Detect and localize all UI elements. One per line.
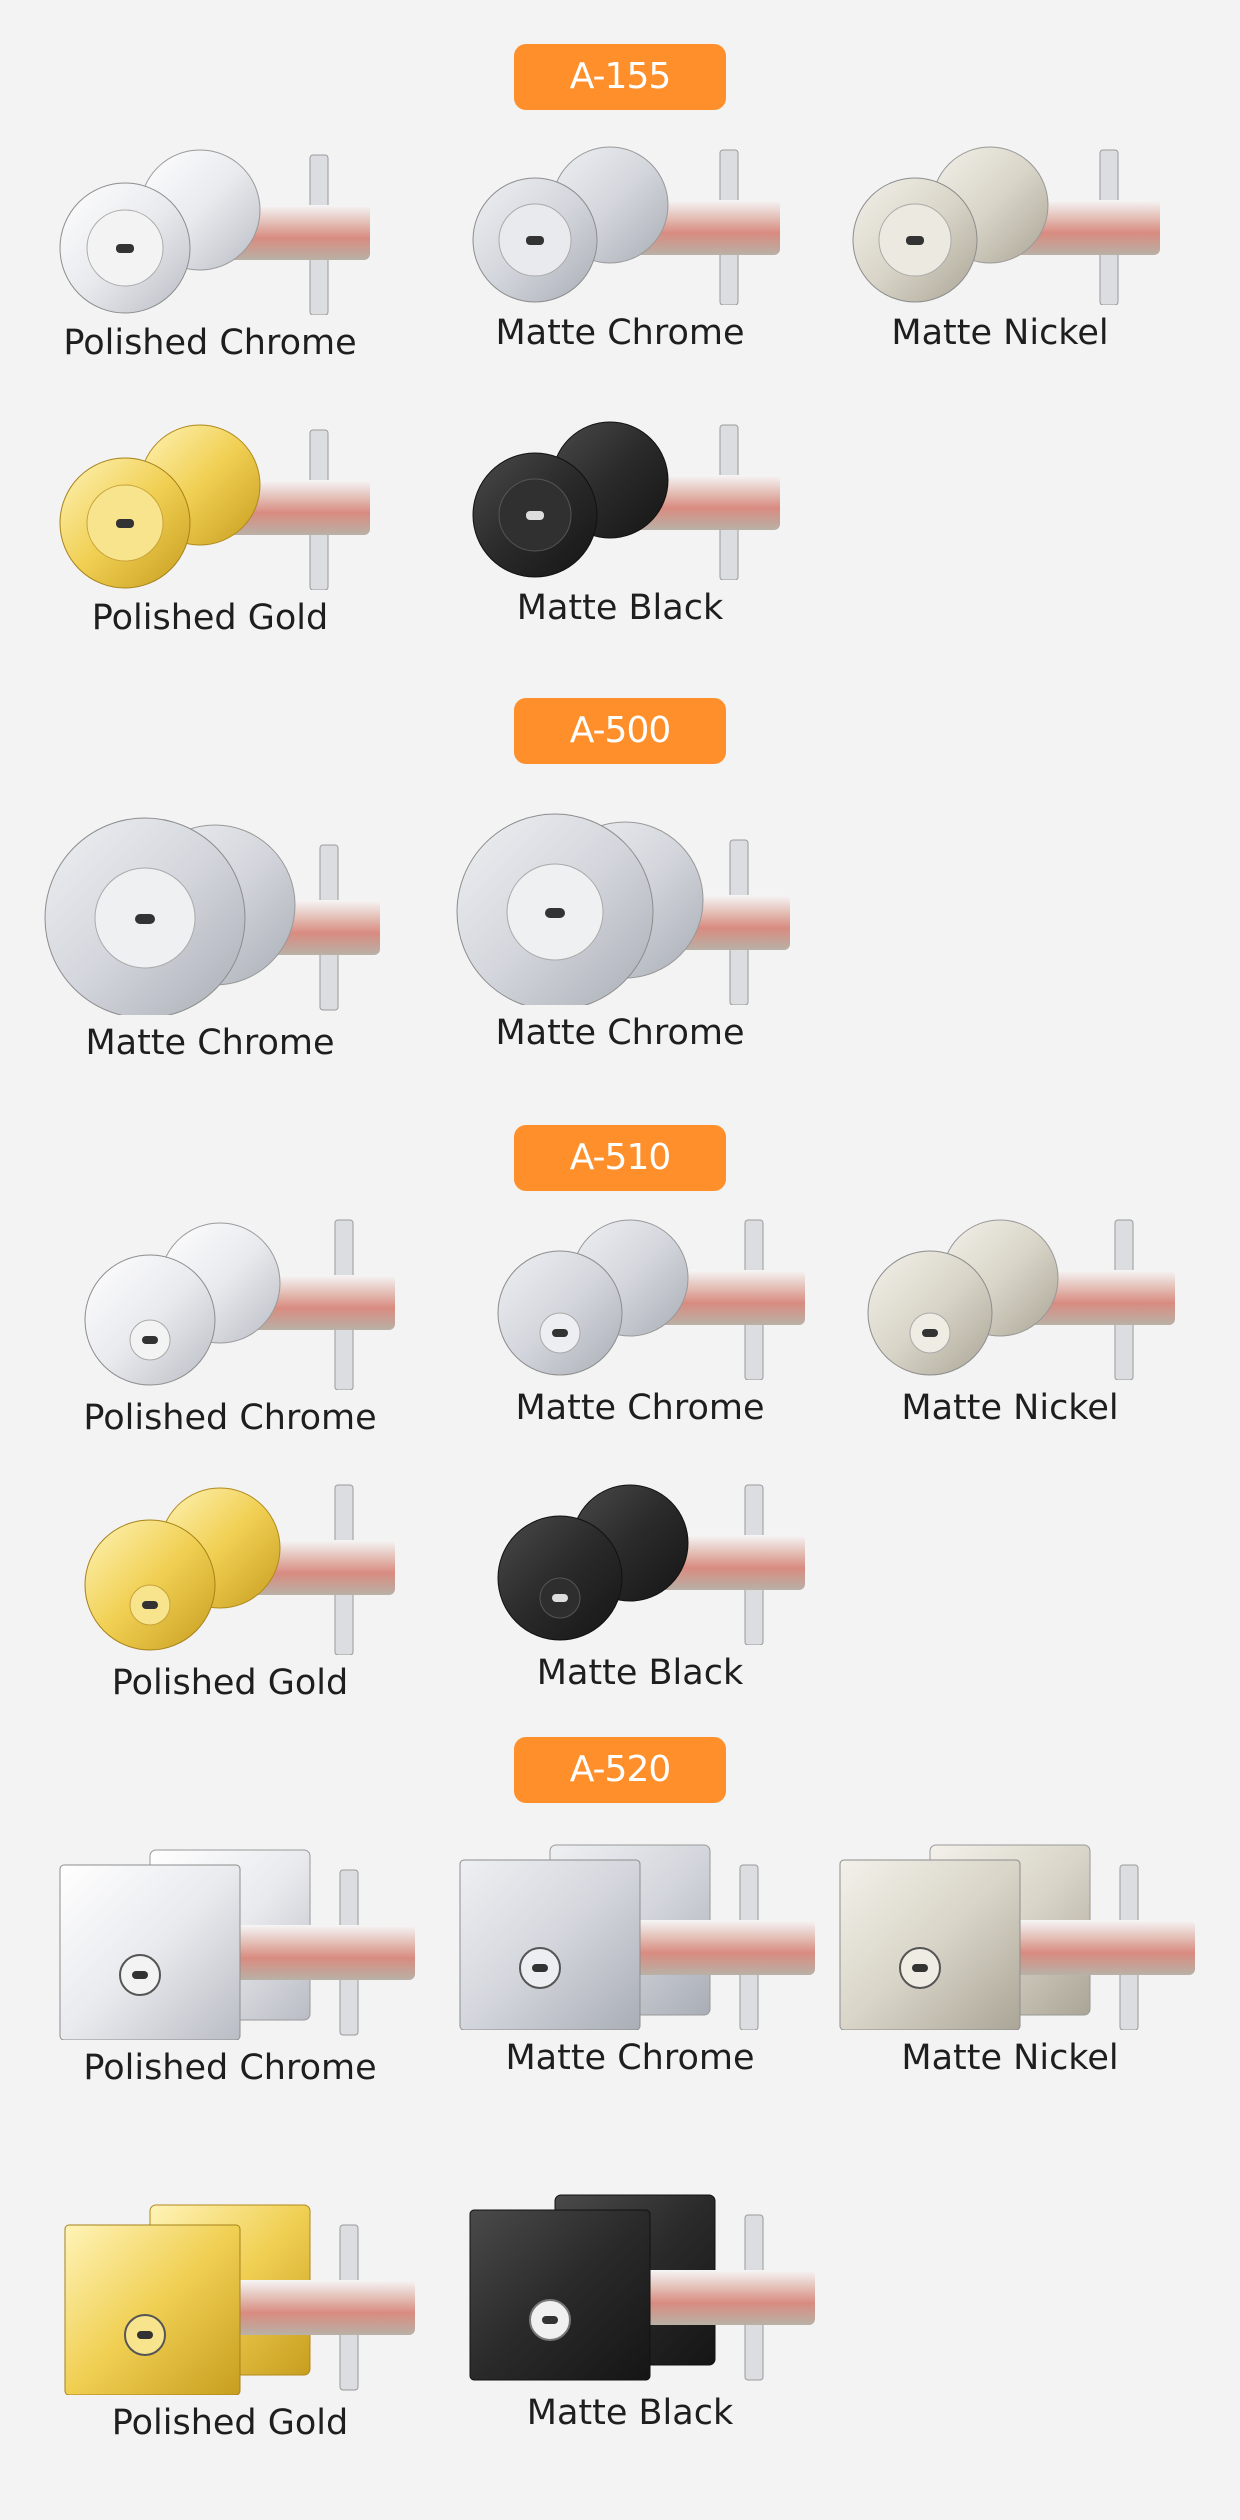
knob-deadbolt-matte-chrome-image — [456, 813, 790, 1005]
square-deadbolt-polished-gold-image — [64, 2204, 415, 2395]
round-deadbolt-polished-gold-image — [84, 1484, 395, 1655]
product-a510-polished-chrome[interactable]: Polished Chrome — [40, 1215, 420, 1438]
product-a155-polished-gold[interactable]: Polished Gold — [20, 415, 400, 638]
product-label: Matte Chrome — [495, 1013, 745, 1053]
product-a155-polished-chrome[interactable]: Polished Chrome — [20, 140, 400, 363]
product-label: Matte Nickel — [891, 313, 1109, 353]
product-a155-matte-black[interactable]: Matte Black — [430, 415, 810, 628]
square-deadbolt-matte-nickel-image — [839, 1844, 1195, 2030]
product-label: Matte Chrome — [85, 1023, 335, 1063]
product-a500-matte-chrome-1[interactable]: Matte Chrome — [20, 800, 400, 1063]
product-a520-matte-nickel[interactable]: Matte Nickel — [820, 1840, 1200, 2078]
product-label: Matte Black — [536, 1653, 744, 1693]
product-a520-matte-chrome[interactable]: Matte Chrome — [440, 1840, 820, 2078]
product-label: Polished Gold — [111, 1663, 349, 1703]
product-a510-polished-gold[interactable]: Polished Gold — [40, 1480, 420, 1703]
round-deadbolt-polished-chrome-image — [59, 149, 370, 315]
product-a520-matte-black[interactable]: Matte Black — [440, 2190, 820, 2433]
product-label: Polished Chrome — [83, 2048, 377, 2088]
model-badge-a520: A-520 — [514, 1737, 726, 1803]
round-deadbolt-matte-black-image — [472, 421, 780, 580]
round-deadbolt-matte-chrome-image — [497, 1219, 805, 1380]
product-a510-matte-black[interactable]: Matte Black — [450, 1480, 830, 1693]
product-label: Matte Chrome — [495, 313, 745, 353]
product-label: Polished Gold — [111, 2403, 349, 2443]
square-deadbolt-polished-chrome-image — [59, 1849, 415, 2040]
product-label: Matte Chrome — [505, 2038, 755, 2078]
product-a520-polished-gold[interactable]: Polished Gold — [40, 2195, 420, 2443]
round-deadbolt-polished-gold-image — [59, 424, 370, 590]
round-deadbolt-polished-chrome-image — [84, 1219, 395, 1390]
model-badge-a510: A-510 — [514, 1125, 726, 1191]
product-label: Polished Chrome — [63, 323, 357, 363]
product-label: Matte Nickel — [901, 2038, 1119, 2078]
product-label: Matte Chrome — [515, 1388, 765, 1428]
product-a520-polished-chrome[interactable]: Polished Chrome — [40, 1840, 420, 2088]
product-label: Matte Black — [526, 2393, 734, 2433]
round-deadbolt-matte-black-image — [497, 1484, 805, 1645]
product-label: Polished Chrome — [83, 1398, 377, 1438]
round-deadbolt-matte-nickel-image — [852, 146, 1160, 305]
product-a500-matte-chrome-2[interactable]: Matte Chrome — [430, 800, 810, 1053]
model-badge-a500: A-500 — [514, 698, 726, 764]
product-a155-matte-nickel[interactable]: Matte Nickel — [810, 140, 1190, 353]
round-deadbolt-matte-nickel-image — [867, 1219, 1175, 1380]
round-deadbolt-matte-chrome-image — [472, 146, 780, 305]
knob-deadbolt-matte-chrome-image — [44, 817, 380, 1015]
product-a510-matte-chrome[interactable]: Matte Chrome — [450, 1215, 830, 1428]
product-label: Polished Gold — [91, 598, 329, 638]
product-label: Matte Black — [516, 588, 724, 628]
product-a155-matte-chrome[interactable]: Matte Chrome — [430, 140, 810, 353]
product-a510-matte-nickel[interactable]: Matte Nickel — [820, 1215, 1200, 1428]
square-deadbolt-matte-chrome-image — [459, 1844, 815, 2030]
square-deadbolt-matte-black-image — [469, 2194, 815, 2381]
product-label: Matte Nickel — [901, 1388, 1119, 1428]
model-badge-a155: A-155 — [514, 44, 726, 110]
